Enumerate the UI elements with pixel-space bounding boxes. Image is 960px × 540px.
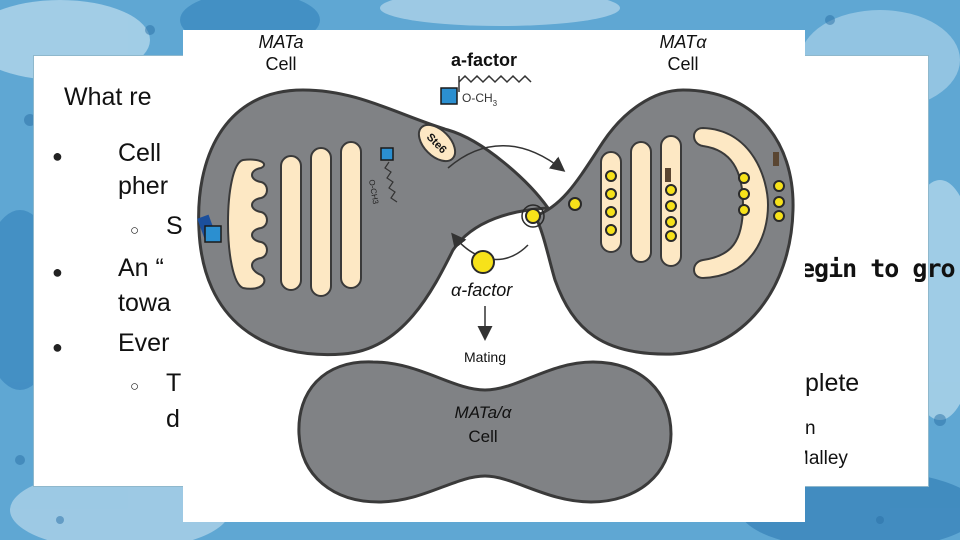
right-cell-genotype: MATα bbox=[660, 32, 708, 52]
receptor-bound-a-factor bbox=[204, 225, 222, 243]
och3-small: O-CH3 bbox=[367, 179, 380, 206]
citation-fragment: Malley bbox=[793, 448, 848, 469]
right-cell-word: Cell bbox=[667, 54, 698, 74]
diploid-genotype: MATa/α bbox=[455, 403, 513, 422]
alpha-factor-label: α-factor bbox=[451, 280, 513, 300]
mata-organelles bbox=[227, 141, 362, 297]
bullet-2-line-2: towa bbox=[118, 289, 171, 317]
a-factor-arrow bbox=[447, 145, 566, 172]
diploid-cell bbox=[297, 360, 673, 504]
alpha-factor-dot bbox=[568, 197, 582, 211]
och3-label: O-CH3 bbox=[462, 91, 498, 108]
left-cell-word: Cell bbox=[265, 54, 296, 74]
yeast-mating-diagram: MATa Cell MATα Cell a-factor O-CH3 Ste6 … bbox=[197, 32, 795, 504]
slide-title: What re bbox=[64, 83, 152, 111]
bullet-2-line-1: An “ bbox=[118, 254, 164, 282]
a-factor-intracellular-tail bbox=[384, 161, 398, 203]
a-factor-peptide-square bbox=[440, 87, 458, 105]
a-factor-label: a-factor bbox=[451, 50, 517, 70]
bullet-marker: ● bbox=[52, 262, 63, 282]
sub-bullet-2-line-2-right: n bbox=[805, 418, 816, 439]
ste2-receptor bbox=[665, 168, 671, 182]
sub-bullet-marker: ○ bbox=[130, 378, 140, 395]
a-factor-intracellular bbox=[380, 147, 394, 161]
bullet-1-line-1: Cell bbox=[118, 139, 162, 167]
secretion-marker bbox=[773, 152, 779, 166]
a-factor-farnesyl-tail bbox=[458, 74, 532, 84]
bullet-1-line-2: pher bbox=[118, 172, 169, 200]
alpha-factor-released bbox=[525, 208, 541, 224]
yeast-mating-figure: MATa Cell MATα Cell a-factor O-CH3 Ste6 … bbox=[183, 30, 805, 522]
bullet-2-line-1-right: egin to gro bbox=[800, 254, 956, 283]
left-cell-genotype: MATa bbox=[258, 32, 303, 52]
mating-label: Mating bbox=[464, 349, 506, 365]
sub-bullet-2-line-1: T bbox=[166, 369, 182, 397]
alpha-factor-ring bbox=[521, 204, 545, 228]
sub-bullet-2-line-1-right: plete bbox=[805, 369, 860, 397]
alpha-factor-legend-dot bbox=[471, 250, 495, 274]
bullet-marker: ● bbox=[52, 337, 63, 357]
sub-bullet-1-line-1: S bbox=[166, 212, 183, 240]
bullet-marker: ● bbox=[52, 146, 63, 166]
ste6-transporter: Ste6 bbox=[417, 123, 457, 163]
alpha-factor-intracellular bbox=[605, 170, 785, 242]
sub-bullet-marker: ○ bbox=[130, 222, 140, 239]
sub-bullet-2-line-2: d bbox=[166, 405, 180, 433]
diploid-word: Cell bbox=[468, 427, 497, 446]
bullet-3-line-1: Ever bbox=[118, 329, 170, 357]
